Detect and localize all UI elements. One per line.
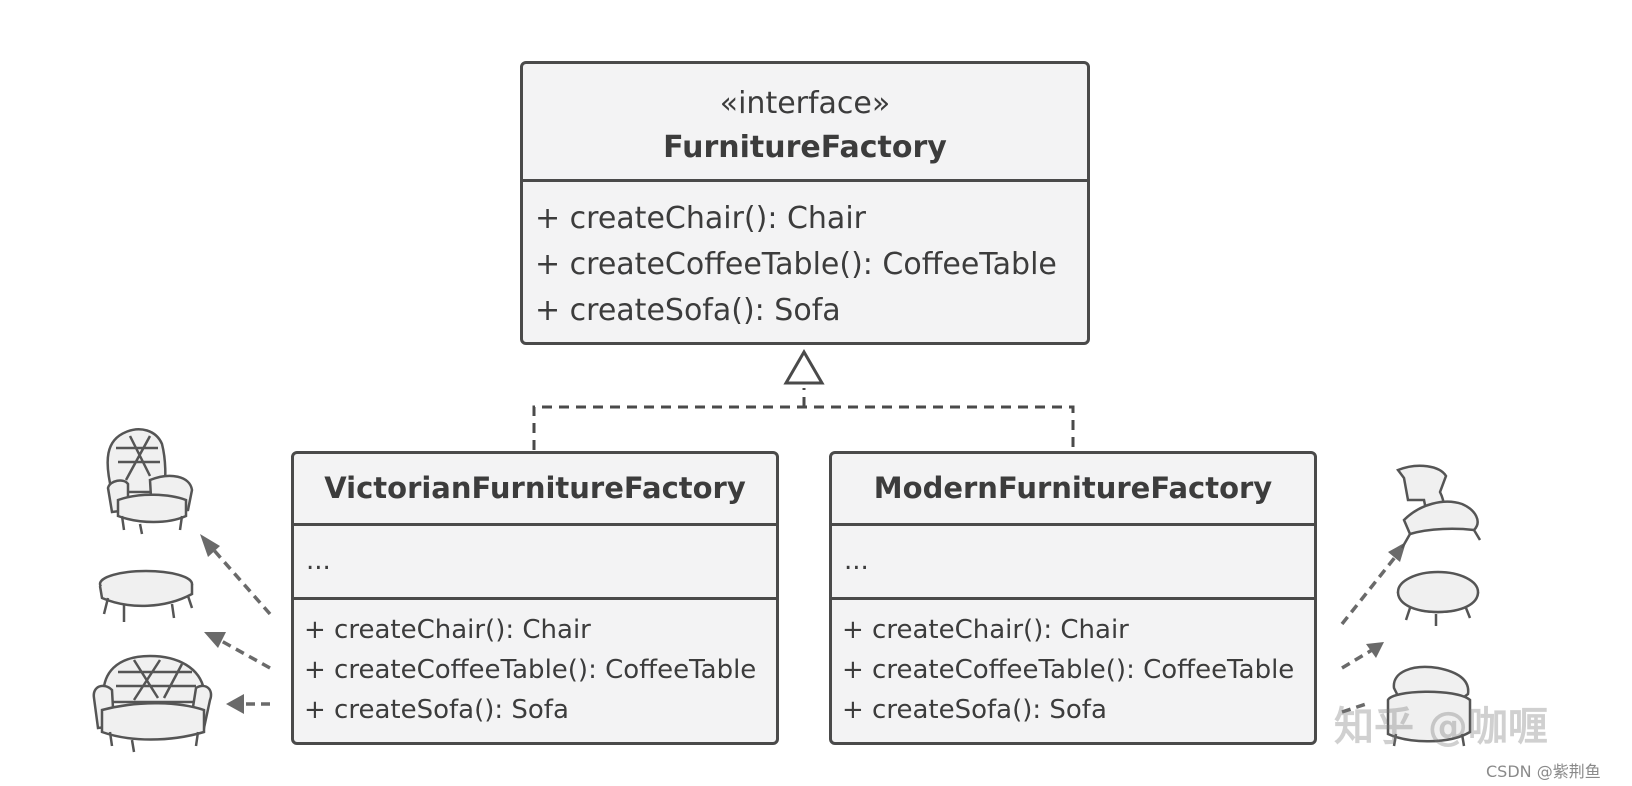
victorian-fields-ellipsis: ...: [306, 546, 331, 576]
modern-coffee-table-icon: [1396, 570, 1480, 626]
interface-stereotype: «interface»: [719, 86, 891, 121]
modern-header: ModernFurnitureFactory: [832, 454, 1314, 526]
interface-header: «interface» FurnitureFactory: [523, 64, 1087, 182]
victorian-coffee-table-icon: [98, 569, 194, 622]
interface-method-create-coffee-table: + createCoffeeTable(): CoffeeTable: [535, 247, 1057, 282]
modern-fields: ...: [832, 526, 1314, 600]
right-create-arrows: [1340, 554, 1398, 714]
victorian-method-create-chair: + createChair(): Chair: [304, 615, 591, 645]
modern-class-name: ModernFurnitureFactory: [873, 471, 1273, 505]
interface-methods: + createChair(): Chair + createCoffeeTab…: [523, 182, 1087, 334]
interface-method-create-chair: + createChair(): Chair: [535, 201, 866, 236]
modern-method-create-sofa: + createSofa(): Sofa: [842, 695, 1107, 725]
modern-furniture-factory-box: ModernFurnitureFactory ... + createChair…: [829, 451, 1317, 745]
zhihu-watermark: 知乎 @咖喱: [1334, 704, 1548, 750]
interface-name: FurnitureFactory: [663, 130, 947, 165]
victorian-method-create-coffee-table: + createCoffeeTable(): CoffeeTable: [304, 655, 757, 685]
realization-connector: [532, 388, 1075, 450]
realization-arrowhead-icon: [783, 349, 825, 385]
victorian-sofa-icon: [92, 654, 213, 753]
victorian-armchair-icon: [106, 428, 194, 535]
victorian-furniture-factory-box: VictorianFurnitureFactory ... + createCh…: [291, 451, 779, 745]
csdn-watermark: CSDN @紫荆鱼: [1486, 762, 1601, 781]
modern-sofa-icon: [1386, 665, 1472, 747]
victorian-fields: ...: [294, 526, 776, 600]
modern-methods: + createChair(): Chair + createCoffeeTab…: [832, 600, 1314, 730]
victorian-method-create-sofa: + createSofa(): Sofa: [304, 695, 569, 725]
interface-method-create-sofa: + createSofa(): Sofa: [535, 293, 841, 328]
victorian-class-name: VictorianFurnitureFactory: [324, 471, 746, 505]
victorian-methods: + createChair(): Chair + createCoffeeTab…: [294, 600, 776, 730]
left-arrowheads: [200, 534, 244, 714]
left-create-arrows: [210, 546, 272, 706]
interface-furniture-factory-box: «interface» FurnitureFactory + createCha…: [520, 61, 1090, 345]
modern-chair-icon: [1396, 464, 1482, 549]
modern-method-create-chair: + createChair(): Chair: [842, 615, 1129, 645]
modern-fields-ellipsis: ...: [844, 546, 869, 576]
victorian-header: VictorianFurnitureFactory: [294, 454, 776, 526]
modern-method-create-coffee-table: + createCoffeeTable(): CoffeeTable: [842, 655, 1295, 685]
